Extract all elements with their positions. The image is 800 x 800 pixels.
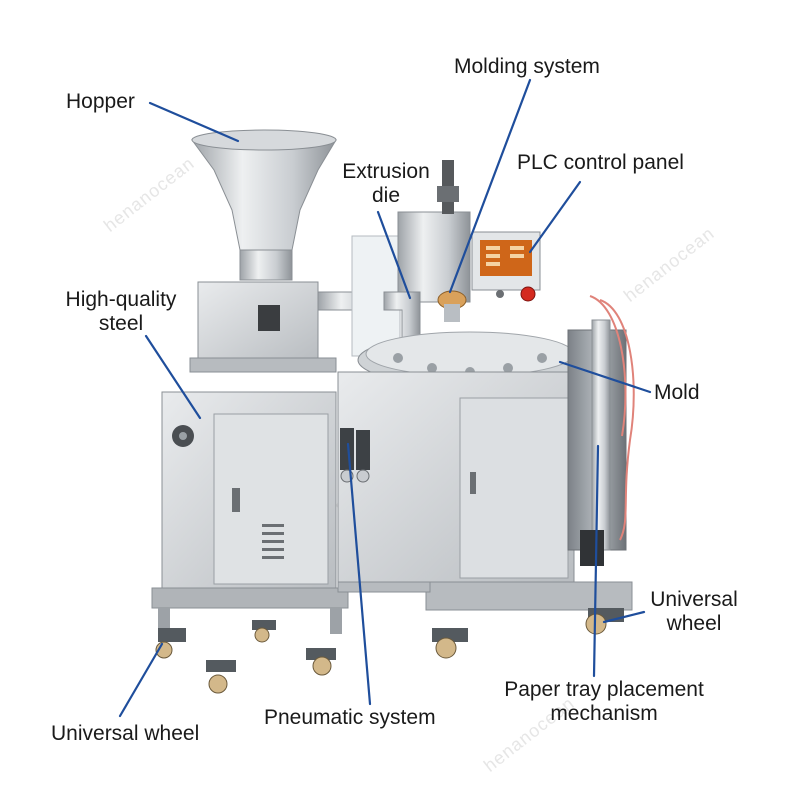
leader-extrusion-die <box>376 210 412 300</box>
hopper-unit <box>151 129 385 694</box>
label-extrusion-die: Extrusion die <box>342 160 430 207</box>
leader-hopper <box>148 101 240 143</box>
label-universal-wheel-left: Universal wheel <box>51 722 200 745</box>
label-molding-system: Molding system <box>454 55 600 78</box>
label-plc-control-panel: PLC control panel <box>517 151 684 174</box>
leader-universal-wheel-right <box>602 610 646 624</box>
label-high-quality-steel: High-quality steel <box>65 288 177 335</box>
leader-pneumatic-system <box>346 442 372 706</box>
molding-unit <box>337 160 635 659</box>
label-pneumatic-system: Pneumatic system <box>264 706 436 729</box>
leader-molding-system <box>448 78 532 294</box>
leader-lines <box>118 78 652 718</box>
leader-universal-wheel-left <box>118 642 164 718</box>
label-paper-tray-mechanism: Paper tray placement mechanism <box>504 678 704 725</box>
label-hopper: Hopper <box>66 90 135 113</box>
leader-mold <box>558 360 652 394</box>
label-universal-wheel-right: Universal wheel <box>650 588 738 635</box>
leader-high-quality-steel <box>144 334 202 420</box>
leader-paper-tray <box>592 444 600 678</box>
label-mold: Mold <box>654 381 700 404</box>
leader-plc-panel <box>528 180 582 254</box>
